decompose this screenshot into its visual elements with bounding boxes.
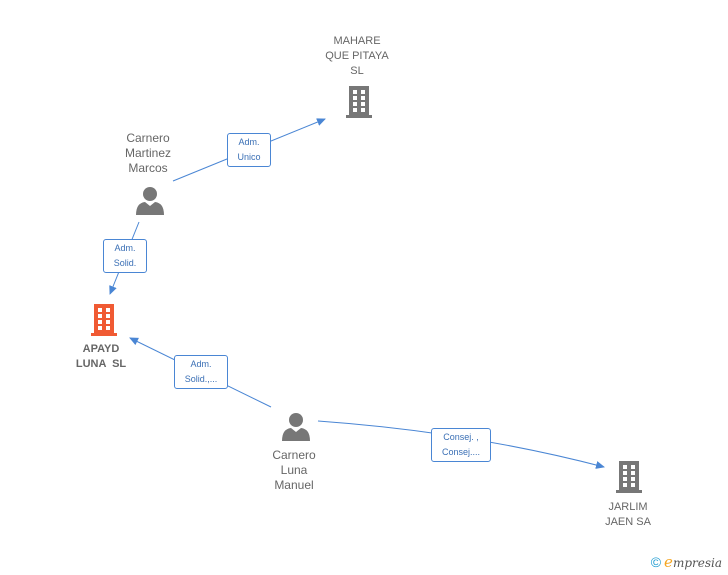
brand-e: e	[664, 553, 673, 571]
edge-label-line: Solid.,...	[184, 374, 218, 384]
node-label-line: Marcos	[128, 161, 168, 175]
edge-label-line: Adm.	[238, 137, 260, 147]
node-label-line: Martinez	[124, 146, 171, 160]
brand-name: mpresia	[672, 556, 722, 570]
node-apayd-luna[interactable]: APAYD LUNA SL	[51, 342, 151, 372]
node-label-line: Manuel	[274, 478, 314, 492]
node-carnero-martinez-marcos[interactable]: Carnero Martinez Marcos	[98, 131, 198, 176]
edge-label-line: Solid.	[113, 258, 137, 268]
edge-label-line: Consej....	[441, 447, 481, 457]
node-carnero-luna-manuel[interactable]: Carnero Luna Manuel	[244, 448, 344, 493]
node-label-line: LUNA SL	[75, 358, 127, 370]
edge-label-line: Unico	[237, 152, 261, 162]
node-label-line: SL	[350, 65, 364, 77]
node-jarlim-jaen[interactable]: JARLIM JAEN SA	[578, 500, 678, 530]
empresia-logo[interactable]: ©empresia	[651, 553, 722, 571]
node-label-line: QUE PITAYA	[325, 50, 389, 62]
edge-label-line: Adm.	[114, 243, 136, 253]
node-label-line: JAEN SA	[605, 516, 651, 528]
edge-label-line: Adm.	[190, 359, 212, 369]
edge-label-adm-solid-more[interactable]: Adm. Solid.,...	[174, 355, 228, 389]
building-icon	[346, 86, 372, 118]
node-label-line: Luna	[280, 463, 308, 477]
node-label-line: JARLIM	[608, 501, 648, 513]
node-label-line: MAHARE	[333, 35, 381, 47]
node-label-line: Carnero	[272, 448, 316, 462]
building-icon	[91, 304, 117, 336]
edge-label-consej[interactable]: Consej. , Consej....	[431, 428, 491, 462]
edge-label-adm-unico[interactable]: Adm. Unico	[227, 133, 271, 167]
copyright-icon: ©	[650, 554, 662, 570]
node-mahare-que-pitaya[interactable]: MAHARE QUE PITAYA SL	[307, 34, 407, 79]
person-icon	[282, 413, 310, 441]
edge-label-line: Consej. ,	[443, 432, 479, 442]
node-label-line: Carnero	[126, 131, 170, 145]
building-icon	[616, 461, 642, 493]
node-label-line: APAYD	[82, 343, 120, 355]
person-icon	[136, 187, 164, 215]
edge-label-adm-solid[interactable]: Adm. Solid.	[103, 239, 147, 273]
